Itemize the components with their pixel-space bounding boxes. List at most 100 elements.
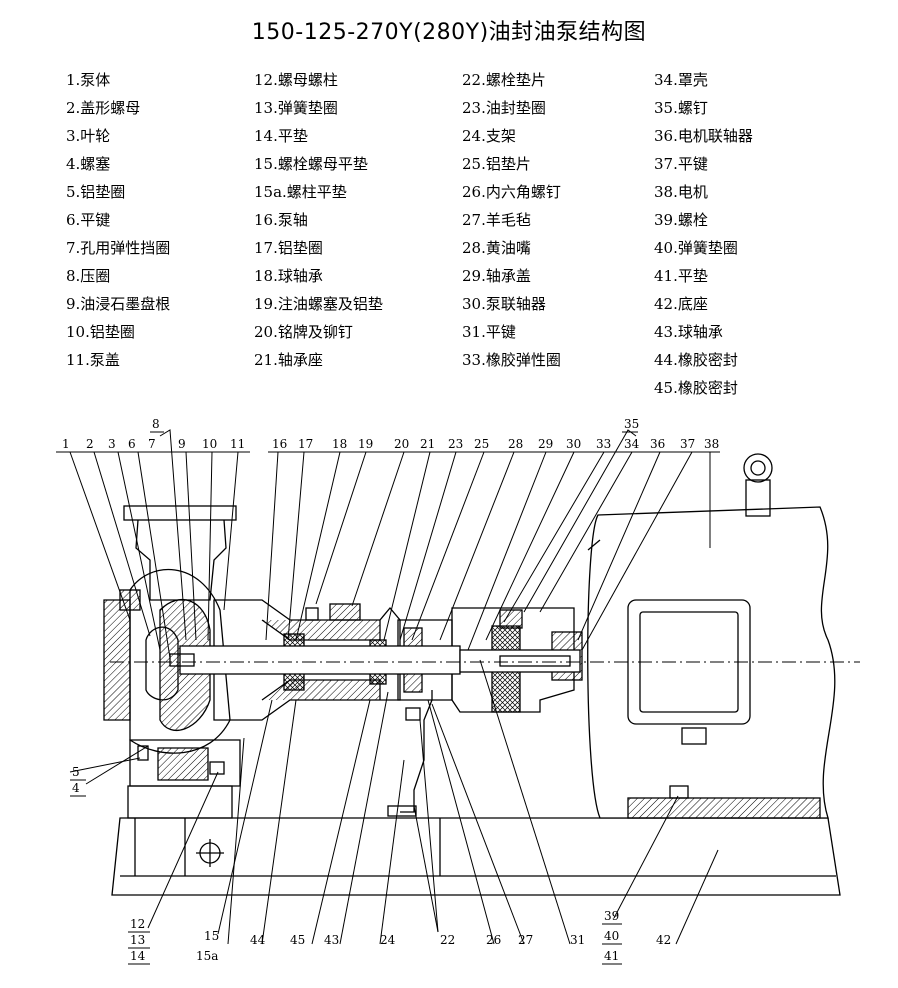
legend-item: 20.铭牌及铆钉 [254,323,353,341]
legend-item: 8.压圈 [66,267,111,285]
legend-item: 22.螺栓垫片 [462,71,546,89]
callout-label: 34 [624,437,640,451]
legend-item: 27.羊毛毡 [462,211,531,229]
callout-label: 27 [518,933,533,947]
legend-item: 9.油浸石墨盘根 [66,295,171,313]
legend-item: 3.叶轮 [66,127,111,145]
callout-label: 35 [624,417,639,431]
legend-item: 1.泵体 [66,71,111,89]
callout-label: 7 [148,437,156,451]
top-leader-lines [56,429,720,659]
callout-label: 28 [508,437,523,451]
diagram-title: 150-125-270Y(280Y)油封油泵结构图 [251,20,647,45]
callout-label: 8 [152,417,160,431]
callout-label: 45 [290,933,305,947]
callout-label: 30 [566,437,581,451]
legend-item: 24.支架 [462,127,516,145]
label-underlines [70,431,638,965]
legend-item: 13.弹簧垫圈 [254,99,338,117]
legend-item: 6.平键 [66,211,111,229]
callout-label: 21 [420,437,435,451]
legend-item: 36.电机联轴器 [654,127,753,145]
callout-label: 29 [538,437,553,451]
motor [587,453,836,819]
callout-label: 15a [196,949,218,963]
legend-column-2: 12.螺母螺柱 13.弹簧垫圈 14.平垫 15.螺栓螺母平垫 15a.螺柱平垫… [254,66,383,374]
callout-label: 42 [656,933,671,947]
callout-label: 16 [272,437,287,451]
legend-column-4: 34.罩壳 35.螺钉 36.电机联轴器 37.平键 38.电机 39.螺栓 4… [654,66,753,402]
callout-label: 11 [230,437,245,451]
callout-label: 18 [332,437,347,451]
legend-item: 14.平垫 [254,127,308,145]
legend-item: 18.球轴承 [254,267,323,285]
callout-label: 39 [604,909,619,923]
legend-item: 39.螺栓 [654,211,708,229]
callout-label: 4 [72,781,80,795]
callout-label: 5 [72,765,80,779]
callout-label: 43 [324,933,339,947]
legend-item: 5.铝垫圈 [66,183,126,201]
legend-item: 15.螺栓螺母平垫 [254,155,368,173]
legend-item: 10.铝垫圈 [66,323,135,341]
callout-label: 41 [604,949,619,963]
legend-item: 44.橡胶密封 [654,351,738,369]
base-frame [111,785,841,896]
callout-labels: 1 2 3 6 7 8 9 10 11 16 17 18 19 20 21 23… [62,417,719,963]
legend-item: 17.铝垫圈 [254,239,323,257]
callout-label: 12 [130,917,145,931]
callout-label: 2 [86,437,94,451]
callout-label: 9 [178,437,186,451]
legend-item: 26.内六角螺钉 [462,183,561,201]
callout-label: 25 [474,437,489,451]
callout-label: 22 [440,933,455,947]
legend-item: 25.铝垫片 [462,155,531,173]
legend-item: 45.橡胶密封 [654,379,738,397]
legend-item: 33.橡胶弹性圈 [462,351,561,369]
callout-label: 23 [448,437,463,451]
legend-item: 29.轴承盖 [462,267,531,285]
legend-item: 37.平键 [654,155,708,173]
bottom-leader-lines [69,659,719,945]
legend-item: 38.电机 [654,183,708,201]
legend-item: 4.螺塞 [66,155,111,173]
callout-label: 37 [680,437,695,451]
callout-label: 19 [358,437,373,451]
legend-item: 43.球轴承 [654,323,723,341]
callout-label: 44 [250,933,266,947]
callout-label: 40 [604,929,619,943]
callout-label: 3 [108,437,116,451]
legend-item: 2.盖形螺母 [66,99,141,117]
callout-label: 26 [486,933,501,947]
legend-item: 35.螺钉 [654,99,708,117]
callout-label: 14 [130,949,146,963]
callout-label: 10 [202,437,217,451]
legend-item: 23.油封垫圈 [462,99,546,117]
callout-label: 17 [298,437,313,451]
legend-item: 34.罩壳 [654,71,708,89]
callout-label: 13 [130,933,145,947]
callout-label: 38 [704,437,719,451]
callout-label: 20 [394,437,409,451]
callout-label: 1 [62,437,70,451]
legend-item: 28.黄油嘴 [462,239,531,257]
callout-label: 33 [596,437,611,451]
bracket-and-bearing-housing [213,599,453,817]
callout-label: 24 [380,933,396,947]
legend-item: 16.泵轴 [254,211,308,229]
legend-column-1: 1.泵体 2.盖形螺母 3.叶轮 4.螺塞 5.铝垫圈 6.平键 7.孔用弹性挡… [66,66,170,374]
legend-item: 40.弹簧垫圈 [654,239,738,257]
legend-item: 15a.螺柱平垫 [254,183,347,201]
legend-item: 7.孔用弹性挡圈 [66,239,171,257]
legend-item: 12.螺母螺柱 [254,71,338,89]
callout-label: 36 [650,437,665,451]
callout-label: 31 [570,933,585,947]
legend-item: 19.注油螺塞及铝垫 [254,295,383,313]
callout-label: 15 [204,929,219,943]
pump-shaft [110,645,860,675]
legend-item: 30.泵联轴器 [462,295,546,313]
legend-column-3: 22.螺栓垫片 23.油封垫圈 24.支架 25.铝垫片 26.内六角螺钉 27… [462,66,561,374]
legend-item: 42.底座 [654,295,708,313]
legend-item: 41.平垫 [654,267,708,285]
